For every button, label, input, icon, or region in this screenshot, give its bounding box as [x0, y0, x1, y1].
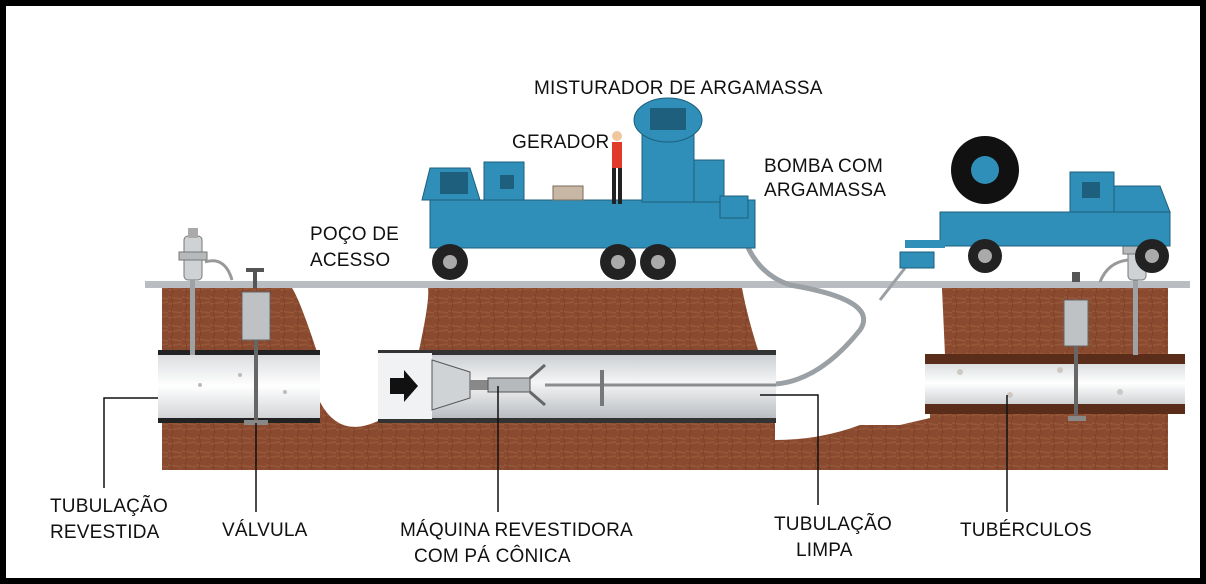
label-lined-pipe-line2: REVESTIDA	[50, 522, 160, 543]
pipe-being-lined	[378, 350, 776, 423]
lined-pipe-left	[158, 350, 320, 423]
valve	[241, 268, 271, 425]
label-mixer: MISTURADOR DE ARGAMASSA	[534, 78, 823, 99]
ground-surface	[145, 281, 1190, 288]
label-lined-pipe-line1: TUBULAÇÃO	[50, 496, 168, 517]
pipe-with-tubercles	[925, 240, 1185, 421]
leader-lines	[103, 386, 1008, 512]
label-clean-pipe-line1: TUBULAÇÃO	[774, 514, 892, 535]
label-pump-line1: BOMBA COM	[764, 156, 883, 177]
label-machine-line2: COM PÁ CÔNICA	[414, 546, 571, 567]
label-pump-line2: ARGAMASSA	[764, 180, 887, 201]
label-tubercles: TUBÉRCULOS	[960, 520, 1092, 541]
flow-arrow-icon	[390, 370, 418, 402]
grout-hose	[735, 209, 867, 387]
truck-left	[421, 97, 756, 280]
label-manhole-line2: ACESSO	[310, 250, 391, 271]
label-manhole-line1: POÇO DE	[310, 224, 400, 245]
label-clean-pipe-line2: LIMPA	[796, 540, 853, 561]
pipe-relining-illustration	[103, 97, 1190, 512]
hydrant-left	[178, 228, 234, 355]
truck-right	[899, 136, 1171, 273]
label-machine-line1: MÁQUINA REVESTIDORA	[400, 520, 633, 541]
label-valve: VÁLVULA	[222, 520, 308, 541]
label-generator: GERADOR	[512, 132, 610, 153]
